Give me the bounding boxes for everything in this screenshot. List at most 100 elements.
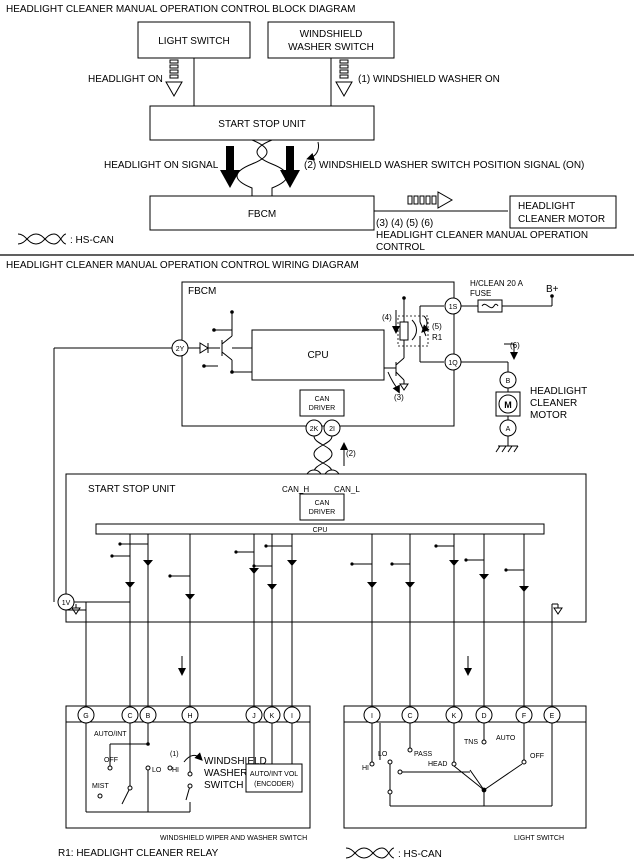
svg-text:R1: R1 [432,333,443,342]
washer-position-signal-label: (2) WINDSHIELD WASHER SWITCH POSITION SI… [304,160,584,171]
svg-text:HI: HI [362,765,369,772]
terminal-2i: 2I [323,419,341,437]
fbcm-can-driver: CAN DRIVER [299,389,345,417]
hs-can-legend-symbol [17,233,67,245]
svg-text:OFF: OFF [104,757,118,764]
can-l-label: CAN_L [334,485,360,494]
svg-text:K: K [270,713,275,720]
headlight-cleaner-motor: B M A [495,371,521,453]
control-steps: (3) (4) (5) (6) [376,218,433,229]
svg-text:LO: LO [152,767,162,774]
svg-text:WASHER SWITCH: WASHER SWITCH [288,42,374,53]
light-switch [343,705,587,829]
step5-label: (5) [432,322,442,331]
svg-text:HEADLIGHT: HEADLIGHT [518,201,575,212]
hs-can-twisted-pair [236,139,288,196]
headlight-cleaner-motor-block: HEADLIGHT CLEANER MOTOR [509,195,617,229]
svg-text:D: D [481,713,486,720]
hs-can-legend-bottom: : HS-CAN [398,849,442,860]
svg-text:HEAD: HEAD [428,761,447,768]
svg-text:F: F [522,713,526,720]
relay-r1: R1 (5) (4) [382,296,444,363]
svg-text:2Y: 2Y [176,346,185,353]
svg-text:C: C [127,713,132,720]
block-diagram-title: HEADLIGHT CLEANER MANUAL OPERATION CONTR… [6,4,356,15]
svg-text:1Q: 1Q [448,360,458,367]
battery-label: B+ [546,284,559,295]
start-stop-unit-block: START STOP UNIT [149,105,375,141]
motor-symbol: M [504,400,512,410]
control-label-line1: HEADLIGHT CLEANER MANUAL OPERATION [376,230,588,241]
washer-switch-block: WINDSHIELD WASHER SWITCH [267,21,395,59]
wiring-diagram-title: HEADLIGHT CLEANER MANUAL OPERATION CONTR… [6,260,359,271]
svg-text:H: H [187,713,192,720]
motor-label-line3: MOTOR [530,410,567,421]
svg-text:SWITCH: SWITCH [204,780,243,791]
svg-text:2K: 2K [310,426,319,433]
svg-text:DRIVER: DRIVER [309,509,335,516]
hs-can-legend-top: : HS-CAN [70,235,114,246]
control-label-line2: CONTROL [376,242,425,253]
step2-label: (2) [346,449,356,458]
headlight-on-label: HEADLIGHT ON [88,74,163,85]
step6-label: (6) [510,341,520,350]
svg-text:WINDSHIELD: WINDSHIELD [204,756,267,767]
ssu-can-driver: CAN DRIVER [299,493,345,521]
ssu-cpu: CPU [95,523,545,535]
washer-on-label: (1) WINDSHIELD WASHER ON [358,74,500,85]
step3-label: (3) [394,393,404,402]
control-arrow [407,191,454,209]
svg-text:START STOP UNIT: START STOP UNIT [218,119,305,130]
fbcm-relay-driver: (3) [384,346,409,402]
wiper-switch-pins: G C B H J K I [77,706,301,724]
svg-text:TNS: TNS [464,739,478,746]
headlight-on-signal-label: HEADLIGHT ON SIGNAL [104,160,219,171]
svg-text:(ENCODER): (ENCODER) [254,781,294,788]
svg-text:START STOP UNIT: START STOP UNIT [88,484,175,495]
svg-text:I: I [291,713,293,720]
svg-text:WINDSHIELD: WINDSHIELD [300,29,363,40]
svg-text:CAN: CAN [315,500,330,507]
svg-text:AUTO/INT: AUTO/INT [94,731,127,738]
terminal-1s: 1S [444,297,462,315]
svg-text:I: I [371,713,373,720]
fuse-h-clean: H/CLEAN 20 A FUSE [470,279,524,313]
svg-text:FBCM: FBCM [248,209,276,220]
svg-text:E: E [550,713,555,720]
svg-text:HI: HI [172,767,179,774]
ssu-input-circuits [66,534,558,712]
terminal-1q: 1Q [444,353,462,371]
svg-text:LO: LO [378,751,388,758]
hs-can-legend-symbol-bottom [345,847,395,859]
step4-label: (4) [382,313,392,322]
svg-text:CPU: CPU [307,350,328,361]
washer-on-arrow [335,59,353,98]
svg-text:B: B [146,713,151,720]
svg-text:CAN: CAN [315,396,330,403]
svg-text:2I: 2I [329,426,335,433]
wiper-switch-caption: WINDSHIELD WIPER AND WASHER SWITCH [160,835,307,842]
light-switch-caption: LIGHT SWITCH [514,835,564,842]
svg-text:FBCM: FBCM [188,286,216,297]
fbcm-output-circuit [188,310,252,374]
svg-text:J: J [252,713,256,720]
washer-signal-arrow [280,146,300,188]
svg-text:WASHER: WASHER [204,768,248,779]
light-switch-pins: I C K D F E [363,706,561,724]
terminal-2k: 2K [305,419,323,437]
svg-text:A: A [506,426,511,433]
can-h-label: CAN_H [282,485,309,494]
light-switch-block: LIGHT SWITCH [137,21,251,59]
svg-text:(1): (1) [170,751,179,758]
svg-text:CPU: CPU [313,527,328,534]
headlight-on-signal-arrow [220,146,240,188]
svg-text:AUTO: AUTO [496,735,516,742]
svg-text:FUSE: FUSE [470,289,491,298]
svg-text:K: K [452,713,457,720]
svg-text:CLEANER MOTOR: CLEANER MOTOR [518,214,605,225]
svg-text:1V: 1V [62,600,71,607]
svg-text:1S: 1S [449,304,458,311]
svg-text:C: C [407,713,412,720]
fbcm-cpu: CPU [251,329,385,381]
wiper-switch-internals: AUTO/INT OFF LO HI MIST (1) WINDSHIELD W… [85,723,303,813]
